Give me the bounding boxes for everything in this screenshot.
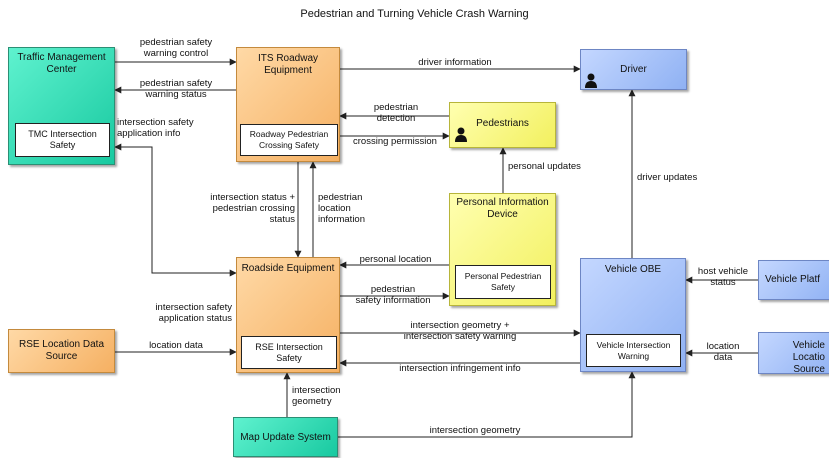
node-label: Traffic Management Center [17,52,106,75]
node-rse-location-data-source[interactable]: RSE Location Data Source [8,329,115,373]
flow-label-geometry-warning: intersection geometry + intersection saf… [403,320,517,342]
node-label: Map Update System [240,432,331,443]
flow-label-driver-updates: driver updates [637,172,698,183]
flow-label-intersection-status: intersection status + pedestrian crossin… [210,192,295,225]
flow-label-infringement: intersection infringement info [399,363,521,374]
node-label: Vehicle OBE [604,264,662,275]
flow-label-ped-detection: pedestrian detection [373,102,419,124]
node-vehicle-location-source[interactable]: Vehicle Locatio Source [758,332,829,374]
flow-label-location-data-obe: location data [706,341,740,363]
flow-label-driver-information: driver information [418,57,492,68]
node-traffic-management-center[interactable]: Traffic Management Center TMC Intersecti… [8,47,115,165]
page-title: Pedestrian and Turning Vehicle Crash War… [300,8,529,20]
node-inner-rse-intersection-safety[interactable]: RSE Intersection Safety [241,336,337,369]
flow-label-personal-location: personal location [359,254,432,265]
flow-label-location-data-rse: location data [149,340,203,351]
node-label: Driver [620,64,647,75]
node-its-roadway-equipment[interactable]: ITS Roadway Equipment Roadway Pedestrian… [236,47,340,162]
node-label: Personal Information Device [456,197,549,220]
flow-label-warning-status: pedestrian safety warning status [139,78,213,100]
flow-label-isa-status: intersection safety application status [155,302,232,324]
node-inner-vehicle-intersection-warning[interactable]: Vehicle Intersection Warning [586,334,681,367]
node-label: Vehicle Locatio Source [792,340,825,374]
node-vehicle-obe[interactable]: Vehicle OBE Vehicle Intersection Warning [580,258,686,372]
node-roadside-equipment[interactable]: Roadside Equipment RSE Intersection Safe… [236,257,340,373]
node-inner-roadway-pedestrian-crossing-safety[interactable]: Roadway Pedestrian Crossing Safety [240,124,338,156]
flow-label-ped-safety-info: pedestrian safety information [355,284,431,306]
node-driver[interactable]: Driver [580,49,687,90]
flow-line-intersection-geometry [338,371,636,438]
node-inner-tmc-intersection-safety[interactable]: TMC Intersection Safety [15,123,110,157]
person-icon [585,73,597,88]
node-map-update-system[interactable]: Map Update System [233,417,338,457]
flow-label-isa-info: intersection safety application info [117,117,194,139]
flow-label-personal-updates: personal updates [508,161,581,172]
flow-label-ped-location-info: pedestrian location information [318,192,365,225]
node-inner-personal-pedestrian-safety[interactable]: Personal Pedestrian Safety [455,265,551,299]
flow-label-intersection-geometry: intersection geometry [429,425,521,436]
node-label: ITS Roadway Equipment [257,53,319,76]
node-label: Vehicle Platf [765,274,821,285]
node-label: RSE Location Data Source [18,339,105,362]
node-label: Pedestrians [476,118,529,129]
person-icon [455,127,467,142]
node-personal-information-device[interactable]: Personal Information Device Personal Ped… [449,193,556,306]
flow-label-geometry-up: intersection geometry [292,385,341,407]
node-label: Roadside Equipment [241,263,335,274]
flow-label-warning-control: pedestrian safety warning control [139,37,213,59]
node-pedestrians[interactable]: Pedestrians [449,102,556,148]
flow-label-host-vehicle-status: host vehicle status [697,266,749,288]
node-vehicle-platform[interactable]: Vehicle Platf [758,260,829,300]
flow-line-isa [114,143,237,277]
flow-label-crossing-permission: crossing permission [353,136,437,147]
